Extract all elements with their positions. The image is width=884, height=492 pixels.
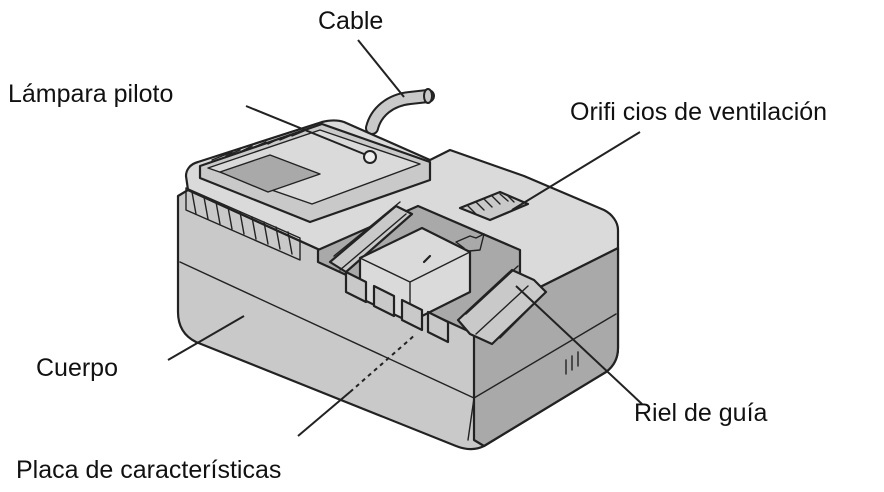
label-body: Cuerpo	[36, 354, 118, 382]
label-ventilation-openings: Orifi cios de ventilación	[570, 98, 828, 126]
leader-cuerpo	[167, 315, 245, 361]
leader-orificios	[511, 131, 641, 211]
pilot-lamp	[363, 150, 377, 164]
leader-cable	[357, 39, 405, 98]
leader-placa	[297, 391, 351, 437]
leader-lampara	[245, 105, 365, 155]
label-pilot-lamp: Lámpara piloto	[8, 80, 174, 108]
ventilation-openings	[458, 190, 530, 222]
label-guide-rail: Riel de guía	[634, 399, 768, 427]
label-cable: Cable	[318, 7, 384, 35]
leader-placa-dashed	[349, 333, 417, 393]
front-grille	[191, 191, 293, 255]
label-nameplate: Placa de características	[16, 456, 282, 484]
leader-riel	[515, 285, 643, 405]
guide-rail-right	[456, 268, 548, 346]
